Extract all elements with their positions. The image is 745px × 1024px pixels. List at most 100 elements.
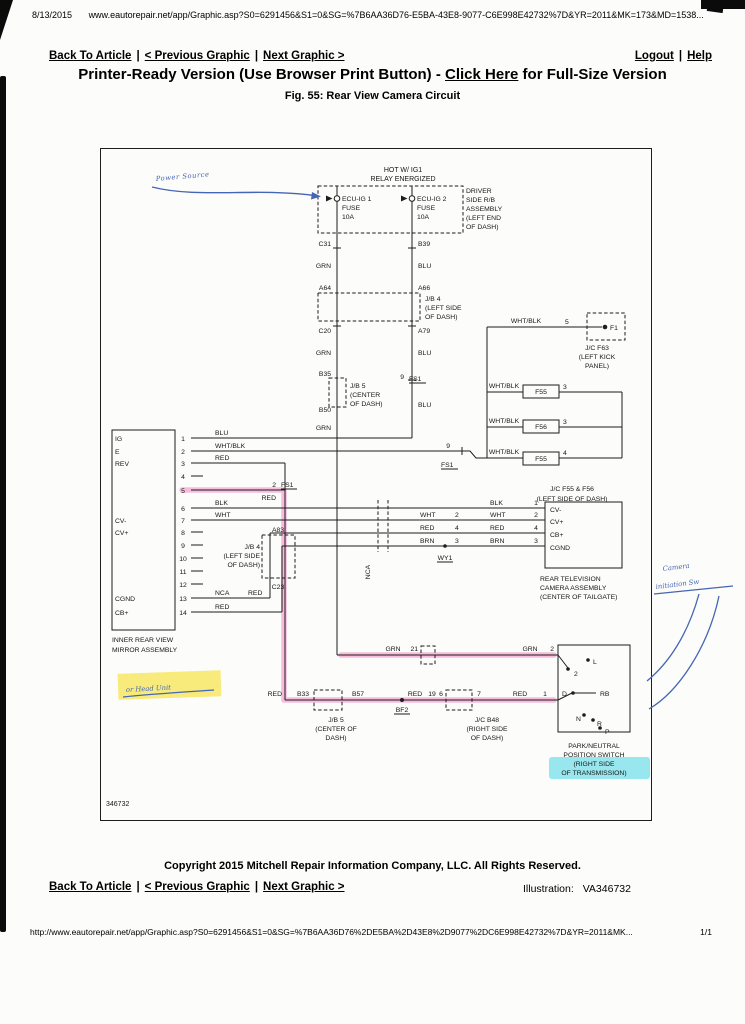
f1-pin: 5 [565,319,569,326]
switch-contact-2: 2 [574,671,578,678]
help-link[interactable]: Help [687,50,712,62]
relay-title-1: HOT W/ IG1 [384,167,422,174]
park-neutral-switch: L 2 D RB N R P PARK/NEUTRAL POSITION SWI… [557,644,631,777]
camera-sw-note-2: initiation Sw [655,578,700,591]
figure-caption: Fig. 55: Rear View Camera Circuit [284,90,461,102]
handwritten-annotations: Power Source Camera initiation Sw or Hea… [122,170,734,710]
pin-number: 13 [179,596,187,603]
camera-sw-pointer-1 [648,595,720,710]
fuse2-amps: 10A [417,214,430,221]
cam-blk: BLK [490,500,503,507]
cam-wht: WHT [490,512,505,519]
grn-row-pin-21: 21 [410,646,418,653]
bf2-splice-dot [400,698,404,702]
fs1-blu-ref: FS1 [409,376,422,383]
jb5-caption-3: OF DASH) [350,401,382,408]
pin-number: 10 [179,556,187,563]
pin-number: 12 [179,582,187,589]
f56-pin: 3 [563,419,567,426]
top-nav: Back To Article|< Previous Graphic|Next … [49,50,345,62]
mirror-pin-rev: REV [115,461,129,468]
rb-assembly-2: SIDE R/B [466,197,496,204]
f1-terminal-dot [602,324,608,330]
mid-brn-pin: 3 [455,538,459,545]
camera-sw-note-1: Camera [662,562,690,573]
red-row-pin-6: 6 [439,691,443,698]
fuse1-type: FUSE [342,205,361,212]
cam-blk-pin: 1 [534,500,538,507]
switch-contact-rb: RB [600,691,610,698]
top-nav-right: Logout | Help [635,50,712,62]
a83-top: A83 [272,527,284,534]
lbl-a79: A79 [418,328,430,335]
next-graphic-link[interactable]: Next Graphic > [263,50,345,62]
cam-wht-pin: 2 [534,512,538,519]
fuse2-arrow-icon [401,195,408,202]
lbl-blu-2: BLU [418,350,431,357]
lbl-b50: B50 [319,407,331,414]
next-graphic-link-bottom[interactable]: Next Graphic > [263,881,345,893]
p5-wire: RED [262,495,276,502]
head-unit-note: or Head Unit [126,684,172,694]
a83-caption-3: OF DASH) [228,562,260,569]
illustration-value: VA346732 [582,883,631,895]
title-suffix: for Full-Size Version [518,66,667,83]
cyan-highlighter [549,757,650,779]
cam-red: RED [490,525,504,532]
f56-wire: WHT/BLK [489,418,520,425]
f56-box: F56 [535,424,547,431]
lbl-grn-1: GRN [316,263,331,270]
wire-whtblk: WHT/BLK [215,443,246,450]
p13-nca: NCA [215,590,230,597]
back-to-article-link[interactable]: Back To Article [49,50,132,62]
print-date: 8/13/2015 [32,10,73,20]
f55-box-2: F55 [535,456,547,463]
f1-wire: WHT/BLK [511,318,542,325]
switch-contact-r: R [597,721,602,728]
camera-pin-cvm: CV- [550,507,561,514]
mid-wht-pin: 2 [455,512,459,519]
camera-pin-cbp: CB+ [550,532,563,539]
scan-artifact-top-right [701,0,745,9]
camera-caption-3: (CENTER OF TAILGATE) [540,594,617,601]
wire-blu: BLU [215,430,228,437]
mirror-pin-cbp: CB+ [115,610,128,617]
jc-f63-3: PANEL) [585,363,609,370]
back-to-article-link-bottom[interactable]: Back To Article [49,881,132,893]
jb5-bottom-3: DASH) [325,735,346,742]
mid-red: RED [420,525,434,532]
nav-separator: | [254,50,259,62]
copyright-line: Copyright 2015 Mitchell Repair Informati… [164,860,581,872]
ground-junction-group: WHT/BLK 5 F1 J/C F63 (LEFT KICK PANEL) F… [191,312,626,503]
mirror-pin-cvm: CV- [115,518,126,525]
previous-graphic-link[interactable]: < Previous Graphic [144,50,250,62]
mid-brn: BRN [420,538,434,545]
switch-contact-n: N [576,716,581,723]
jc-f63-1: J/C F63 [585,345,609,352]
bf2-ref: BF2 [396,707,409,714]
lbl-c20: C20 [319,328,332,335]
lbl-blu-1: BLU [418,263,431,270]
rb-assembly-4: (LEFT END [466,215,501,222]
print-footer-url: http://www.eautorepair.net/app/Graphic.a… [30,927,633,937]
fuse1-name: ECU-IG 1 [342,196,372,203]
nav-separator: | [678,50,683,62]
nav-separator: | [136,881,140,893]
print-header: 8/13/2015 www.eautorepair.net/app/Graphi… [32,10,704,20]
red-row-wire-0: RED [268,691,282,698]
mirror-caption-2: MIRROR ASSEMBLY [112,647,178,654]
wy1-splice-dot [443,544,447,548]
previous-graphic-link-bottom[interactable]: < Previous Graphic [144,881,250,893]
fuse1-arrow-icon [326,195,333,202]
pink-highlighter [179,487,557,703]
click-here-link[interactable]: Click Here [445,66,519,83]
jc-f63-2: (LEFT KICK [579,354,616,361]
logout-link[interactable]: Logout [634,50,674,62]
grn-row-pin-2: 2 [550,646,554,653]
jc-f55-caption-2: (LEFT SIDE OF DASH) [537,496,608,503]
scan-artifact-left-strip [0,76,6,932]
a83-caption-1: J/B 4 [245,544,261,551]
pin-number: 8 [181,530,185,537]
illustration-label: Illustration: [523,883,574,895]
